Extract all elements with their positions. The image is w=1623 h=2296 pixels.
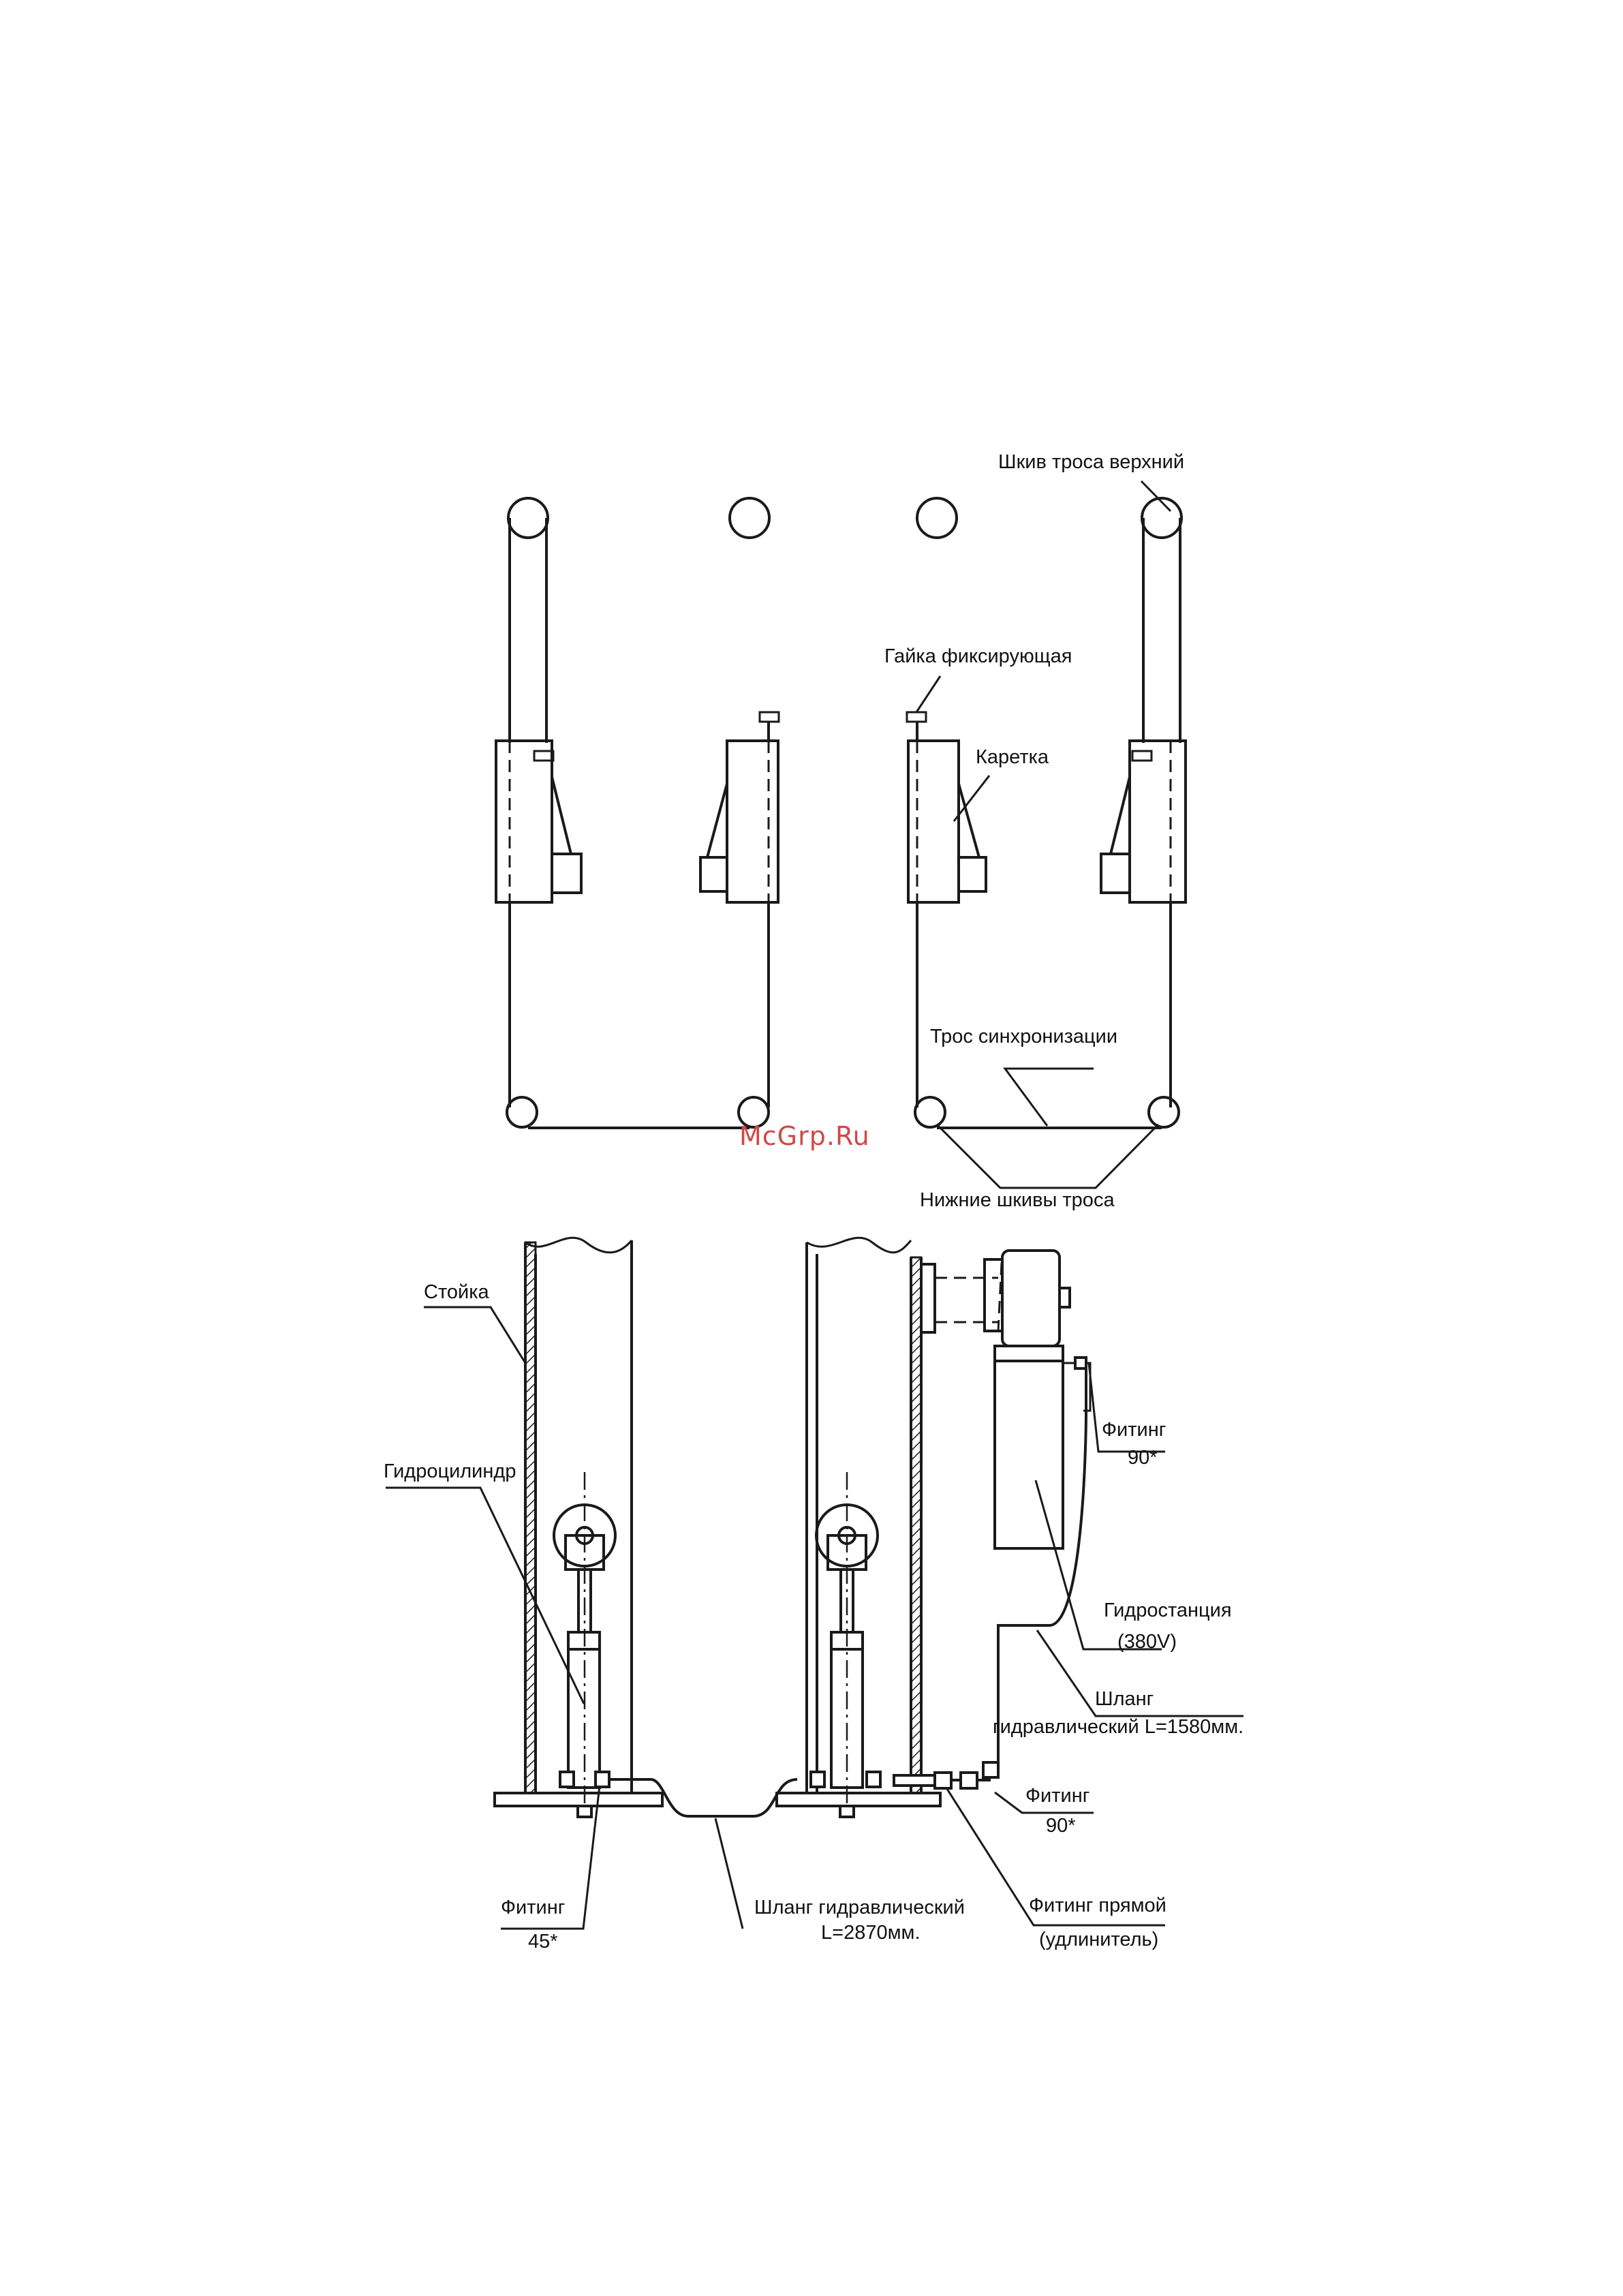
lock-nut-center-right [907,712,926,722]
cylinder-left [554,1472,615,1817]
label-straight-fitting-1: Фитинг прямой [1029,1895,1166,1916]
label-upper-sheave: Шкив троса верхний [998,451,1184,473]
cable-system-diagram: Шкив троса верхний Гайка фиксирующая Кар… [496,451,1186,1211]
label-lock-nut: Гайка фиксирующая [884,645,1072,667]
upper-sheave-right [1142,498,1181,538]
lock-nut-left [534,751,553,761]
sync-cable-left-loop [510,722,769,1128]
label-fitting-90-upper-1: Фитинг [1102,1419,1166,1441]
carriage-center-left [700,741,778,902]
sync-cable-right-loop [917,722,1171,1128]
watermark: McGrp.Ru [739,1121,870,1151]
lower-sheave-1 [507,1097,537,1127]
hydraulic-system-diagram: Стойка Гидроцилиндр Фитинг 90* Гидростан… [384,1238,1243,1953]
label-sync-cable: Трос синхронизации [930,1026,1117,1047]
leader-lock-nut [916,676,940,712]
label-hose-long-2: L=2870мм. [821,1922,921,1944]
label-hose-short-2: гидравлический L=1580мм. [993,1716,1243,1738]
label-carriage: Каретка [976,746,1049,768]
lock-nut-center-left [760,712,779,722]
leader-hose-long [715,1818,743,1929]
label-fitting-90-lower-1: Фитинг [1025,1785,1089,1807]
column-right [777,1238,940,1806]
label-lower-sheaves: Нижние шкивы троса [920,1189,1115,1211]
label-power-unit-1: Гидростанция [1104,1599,1232,1621]
lift-cable-right [1143,518,1180,743]
hose-short [998,1363,1086,1775]
cylinder-right [811,1472,880,1817]
leader-column [424,1307,525,1363]
label-fitting-90-lower-2: 90* [1046,1815,1076,1837]
leader-lower-sheaves [937,1124,1158,1188]
label-power-unit-2: (380V) [1117,1631,1177,1653]
lock-nut-right [1132,751,1151,761]
lower-sheave-4 [1149,1097,1179,1127]
leader-sync-cable [1005,1069,1094,1126]
label-straight-fitting-2: (удлинитель) [1039,1929,1158,1950]
lower-sheave-3 [915,1097,945,1127]
label-fitting-45-2: 45* [528,1931,558,1953]
straight-fitting [894,1775,935,1786]
carriage-left [496,741,581,902]
carriage-center-right [908,741,986,902]
upper-sheave-center-right [917,498,957,538]
label-hose-long-1: Шланг гидравлический [754,1897,965,1918]
upper-sheave-center-left [730,498,769,538]
label-fitting-45-1: Фитинг [501,1897,565,1918]
label-cylinder: Гидроцилиндр [384,1460,516,1482]
label-column: Стойка [424,1281,490,1303]
label-fitting-90-upper-2: 90* [1128,1447,1158,1469]
lift-cable-left [510,518,546,743]
hydraulic-power-unit [921,1251,1090,1548]
leader-cylinder [386,1488,584,1704]
label-hose-short-1: Шланг [1095,1688,1154,1710]
carriage-right [1101,741,1186,902]
upper-sheave-left [508,498,548,538]
column-left [495,1238,662,1806]
